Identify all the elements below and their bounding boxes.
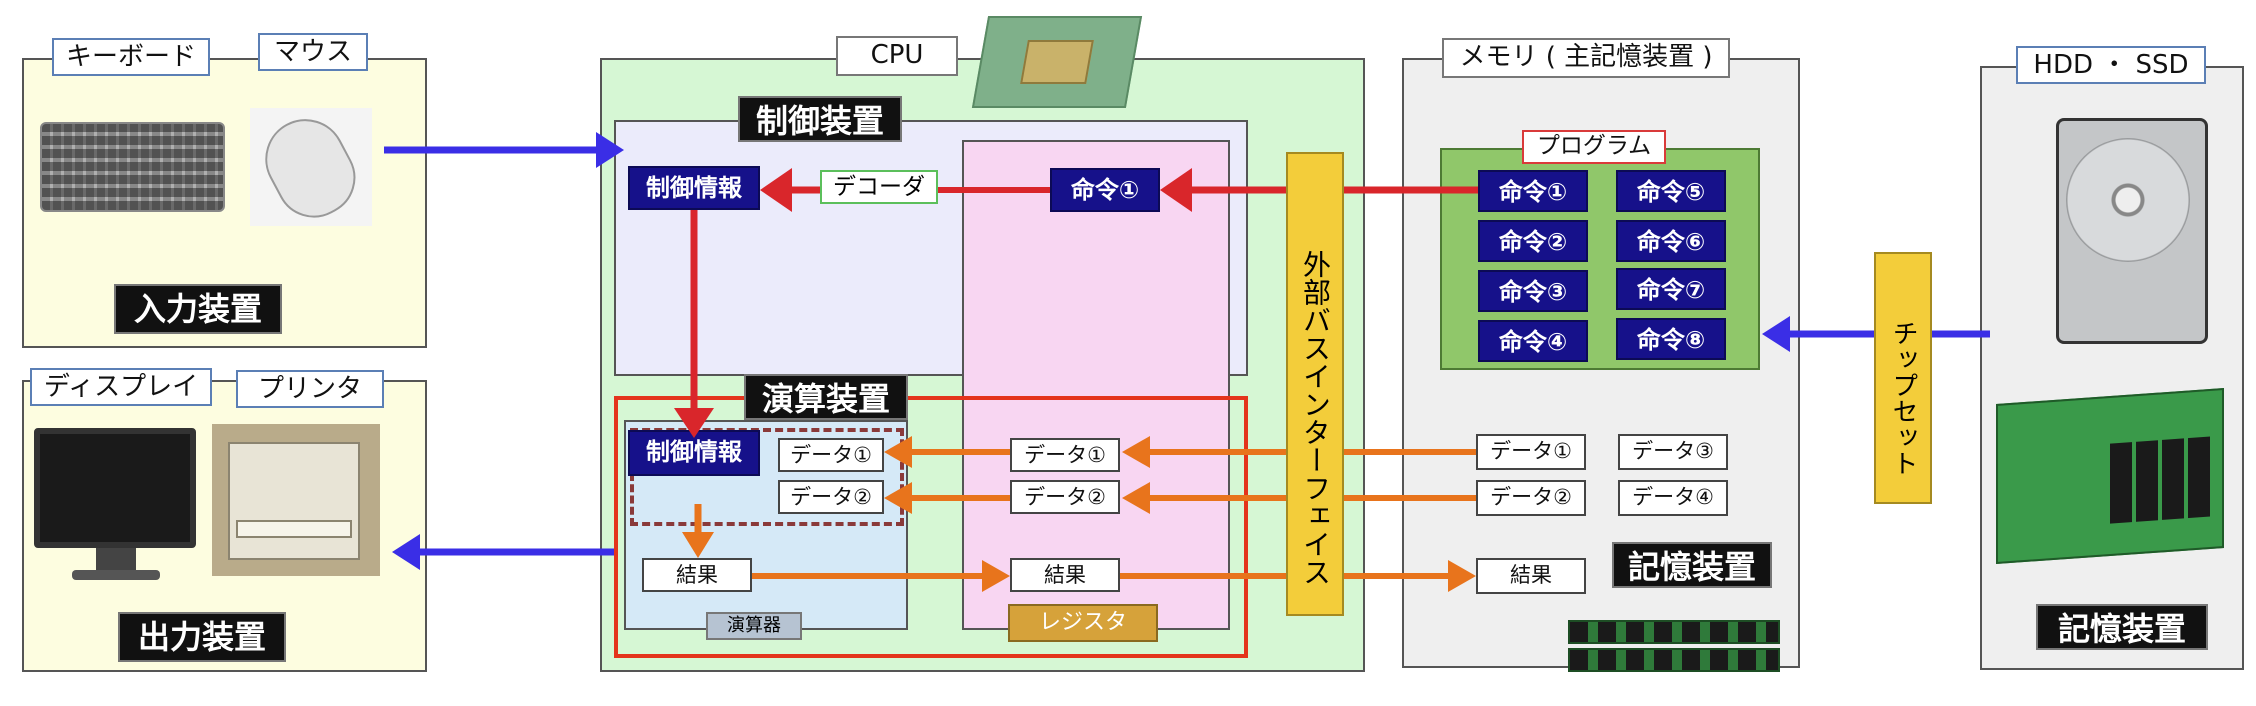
memory-data4-box: データ④ bbox=[1618, 480, 1728, 516]
arrow-mem-data2-head bbox=[1122, 482, 1150, 514]
control-unit-label: 制御装置 bbox=[738, 96, 902, 142]
input-device-label: 入力装置 bbox=[114, 284, 282, 334]
arrow-result-to-register-head bbox=[982, 560, 1010, 592]
arrow-alu-to-result-head bbox=[682, 532, 714, 558]
storage-tag: HDD ・ SSD bbox=[2016, 46, 2206, 84]
display-tag: ディスプレイ bbox=[30, 368, 212, 406]
printer-body bbox=[228, 442, 360, 560]
arrow-mem-data1-head bbox=[1122, 436, 1150, 468]
arrow-register-to-memory-head bbox=[1448, 560, 1476, 592]
monitor-base bbox=[72, 570, 160, 580]
output-device-label: 出力装置 bbox=[118, 612, 286, 662]
cpu-tag: CPU bbox=[836, 36, 958, 76]
ram-image-2 bbox=[1568, 648, 1780, 672]
register-column bbox=[962, 140, 1230, 630]
instruction-box: 命令① bbox=[1050, 168, 1160, 212]
memory-tag: メモリ ( 主記憶装置 ) bbox=[1442, 38, 1730, 78]
memory-instr-3: 命令③ bbox=[1478, 270, 1588, 312]
register-name-box: レジスタ bbox=[1008, 604, 1158, 642]
alu-unit-label: 演算装置 bbox=[744, 374, 908, 420]
memory-instr-7: 命令⑦ bbox=[1616, 268, 1726, 310]
printer-tag: プリンタ bbox=[236, 370, 384, 408]
printer-tray bbox=[236, 520, 352, 538]
alu-data2-box: データ② bbox=[778, 480, 884, 514]
memory-instr-1: 命令① bbox=[1478, 170, 1588, 212]
ram-image bbox=[1568, 620, 1780, 644]
alu-outer-frame bbox=[614, 396, 1248, 658]
monitor-stand bbox=[96, 548, 136, 572]
hdd-platter bbox=[2066, 138, 2190, 262]
memory-data2-box: データ② bbox=[1476, 480, 1586, 516]
monitor-image bbox=[34, 428, 196, 548]
alu-data1-box: データ① bbox=[778, 438, 884, 472]
memory-instr-6: 命令⑥ bbox=[1616, 220, 1726, 262]
external-bus-bar-front: 外部バスインターフェイス bbox=[1286, 152, 1344, 616]
arrow-reg-data1-head bbox=[884, 436, 912, 468]
memory-instr-5: 命令⑤ bbox=[1616, 170, 1726, 212]
arrow-reg-data2-head bbox=[884, 482, 912, 514]
arrow-cpu-to-output-head bbox=[392, 534, 420, 570]
keyboard-tag: キーボード bbox=[52, 38, 210, 76]
alu-name-box: 演算器 bbox=[706, 612, 802, 640]
keyboard-image bbox=[40, 122, 225, 212]
register-data2-box: データ② bbox=[1010, 480, 1120, 514]
memory-instr-2: 命令② bbox=[1478, 220, 1588, 262]
mouse-tag: マウス bbox=[258, 33, 368, 71]
arrow-storage-to-memory-head bbox=[1762, 316, 1790, 352]
arrow-control-down-head bbox=[674, 408, 714, 438]
chipset-bar-front: チップセット bbox=[1874, 252, 1932, 504]
memory-data1-box: データ① bbox=[1476, 434, 1586, 470]
alu-result-box: 結果 bbox=[642, 558, 752, 592]
memory-instr-4: 命令④ bbox=[1478, 320, 1588, 362]
memory-data3-box: データ③ bbox=[1618, 434, 1728, 470]
alu-control-dashed bbox=[630, 428, 904, 526]
memory-result-box: 結果 bbox=[1476, 558, 1586, 594]
arrow-decoder-to-control-head bbox=[760, 168, 792, 212]
arrow-memory-to-instruction-head bbox=[1160, 168, 1192, 212]
decoder-box: デコーダ bbox=[820, 170, 938, 204]
control-info-box: 制御情報 bbox=[628, 166, 760, 210]
arrow-input-to-cpu-head bbox=[596, 132, 624, 168]
register-result-box: 結果 bbox=[1010, 558, 1120, 592]
memory-instr-8: 命令⑧ bbox=[1616, 318, 1726, 360]
program-tag: プログラム bbox=[1522, 130, 1666, 164]
register-data1-box: データ① bbox=[1010, 438, 1120, 472]
storage-device-label: 記憶装置 bbox=[2036, 604, 2208, 650]
memory-storage-label: 記憶装置 bbox=[1612, 542, 1772, 588]
